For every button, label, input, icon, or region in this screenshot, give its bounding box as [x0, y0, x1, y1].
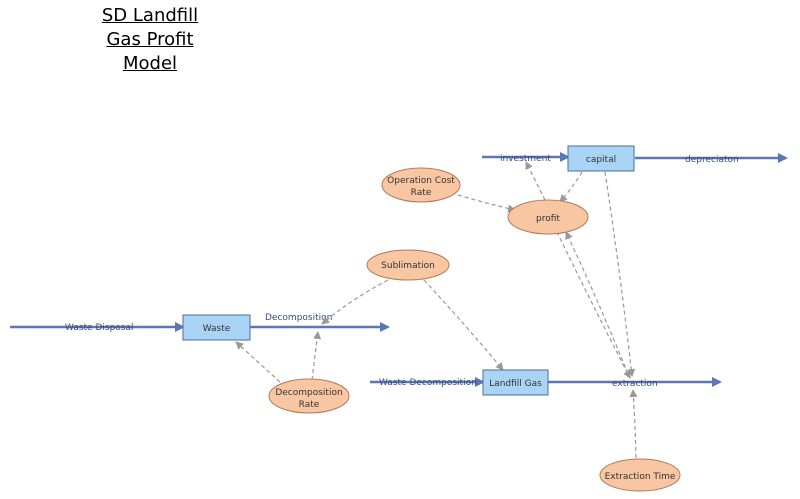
flow-label-waste-decomposition: Waste Decomposition — [379, 378, 477, 388]
aux-label-profit: profit — [536, 214, 560, 224]
stock-landfill-gas[interactable]: Landfill Gas — [482, 369, 549, 396]
title-line-3: Model — [122, 53, 178, 74]
flow-extraction[interactable]: extraction — [548, 377, 722, 389]
aux-profit[interactable]: profit — [507, 199, 589, 235]
title-line-2: Gas Profit — [106, 29, 194, 50]
link-extraction-profit — [565, 231, 629, 375]
link-rate-decomposition — [311, 331, 322, 381]
title-line-1: SD Landfill — [101, 5, 199, 26]
stock-label-waste: Waste — [203, 324, 231, 334]
aux-label-extraction-time: Extraction Time — [605, 472, 676, 482]
flow-depreciation[interactable]: depreciaton — [635, 153, 788, 165]
stock-label-landfill-gas: Landfill Gas — [489, 379, 542, 389]
flow-label-waste-disposal: Waste Disposal — [65, 323, 134, 333]
link-sublimation-decomposition — [321, 279, 389, 325]
link-profit-extraction — [556, 231, 631, 379]
link-capital-extraction — [604, 171, 636, 377]
link-rate-waste — [235, 341, 281, 383]
aux-label-decomposition-rate-2: Rate — [299, 400, 320, 410]
flow-label-depreciation: depreciaton — [685, 155, 739, 165]
aux-sublimation[interactable]: Sublimation — [366, 249, 450, 281]
link-sublimation-landfill-gas — [423, 279, 504, 371]
link-cost-rate-profit — [457, 194, 516, 213]
flow-label-decomposition: Decomposition — [265, 313, 332, 323]
flow-waste-decomposition[interactable]: Waste Decomposition — [370, 377, 485, 388]
flow-label-extraction: extraction — [612, 379, 658, 389]
link-profit-investment — [525, 161, 546, 201]
stock-label-capital: capital — [586, 155, 616, 165]
aux-label-sublimation: Sublimation — [381, 261, 435, 271]
aux-extraction-time[interactable]: Extraction Time — [599, 458, 681, 492]
aux-decomposition-rate[interactable]: Decomposition Rate — [268, 378, 350, 414]
aux-label-decomposition-rate-1: Decomposition — [275, 388, 342, 398]
aux-label-operation-cost-rate-1: Operation Cost — [387, 176, 455, 186]
flow-waste-disposal[interactable]: Waste Disposal — [10, 322, 185, 333]
flow-investment[interactable]: investment — [482, 152, 570, 164]
aux-label-operation-cost-rate-2: Rate — [411, 188, 432, 198]
link-time-extraction — [629, 389, 638, 459]
aux-operation-cost-rate[interactable]: Operation Cost Rate — [381, 167, 461, 203]
link-capital-profit — [559, 171, 583, 203]
flow-label-investment: investment — [500, 154, 551, 164]
links — [235, 161, 638, 459]
stock-waste[interactable]: Waste — [182, 314, 251, 341]
stock-capital[interactable]: capital — [567, 145, 635, 172]
diagram-title: SD Landfill Gas Profit Model — [60, 4, 240, 76]
